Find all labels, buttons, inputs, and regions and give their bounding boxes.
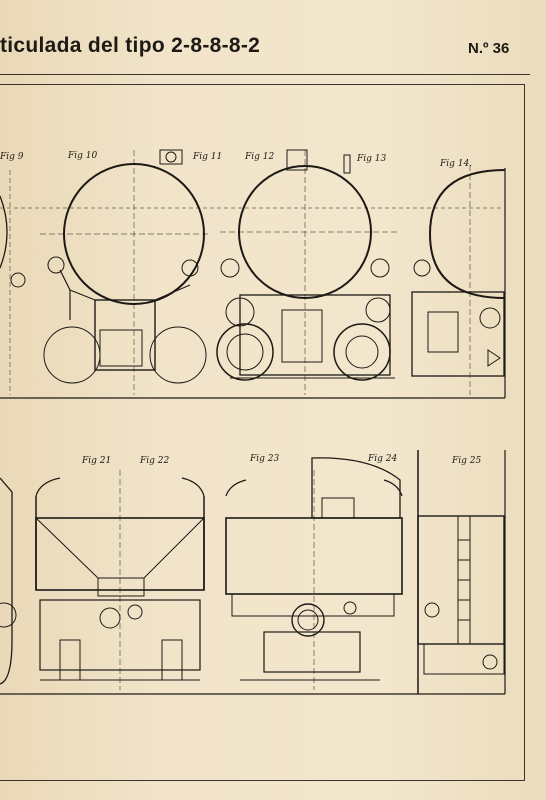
fig-label-10: Fig 10 xyxy=(67,151,97,161)
fig-label-11: Fig 11 xyxy=(192,152,222,162)
fig-label-21: Fig 21 xyxy=(81,456,111,466)
plate-number: N.º 36 xyxy=(468,40,510,57)
drawing-top-row xyxy=(0,149,506,399)
fig-label-9: Fig 9 xyxy=(0,152,24,162)
drawing-frame xyxy=(0,84,525,781)
plate-title: ticulada del tipo 2-8-8-8-2 xyxy=(0,34,261,57)
fig-label-24: Fig 24 xyxy=(367,454,397,464)
fig-label-22: Fig 22 xyxy=(139,456,169,466)
header-rule xyxy=(0,74,530,75)
fig-label-13: Fig 13 xyxy=(356,154,386,164)
fig-label-14: Fig 14. xyxy=(439,159,472,169)
fig-label-23: Fig 23 xyxy=(249,454,279,464)
drawing-bottom-row xyxy=(0,450,506,695)
fig-label-12: Fig 12 xyxy=(244,152,274,162)
figure-labels: Fig 9 Fig 10 Fig 11 Fig 12 Fig 13 Fig 14… xyxy=(0,151,481,466)
fig-label-25: Fig 25 xyxy=(451,456,481,466)
